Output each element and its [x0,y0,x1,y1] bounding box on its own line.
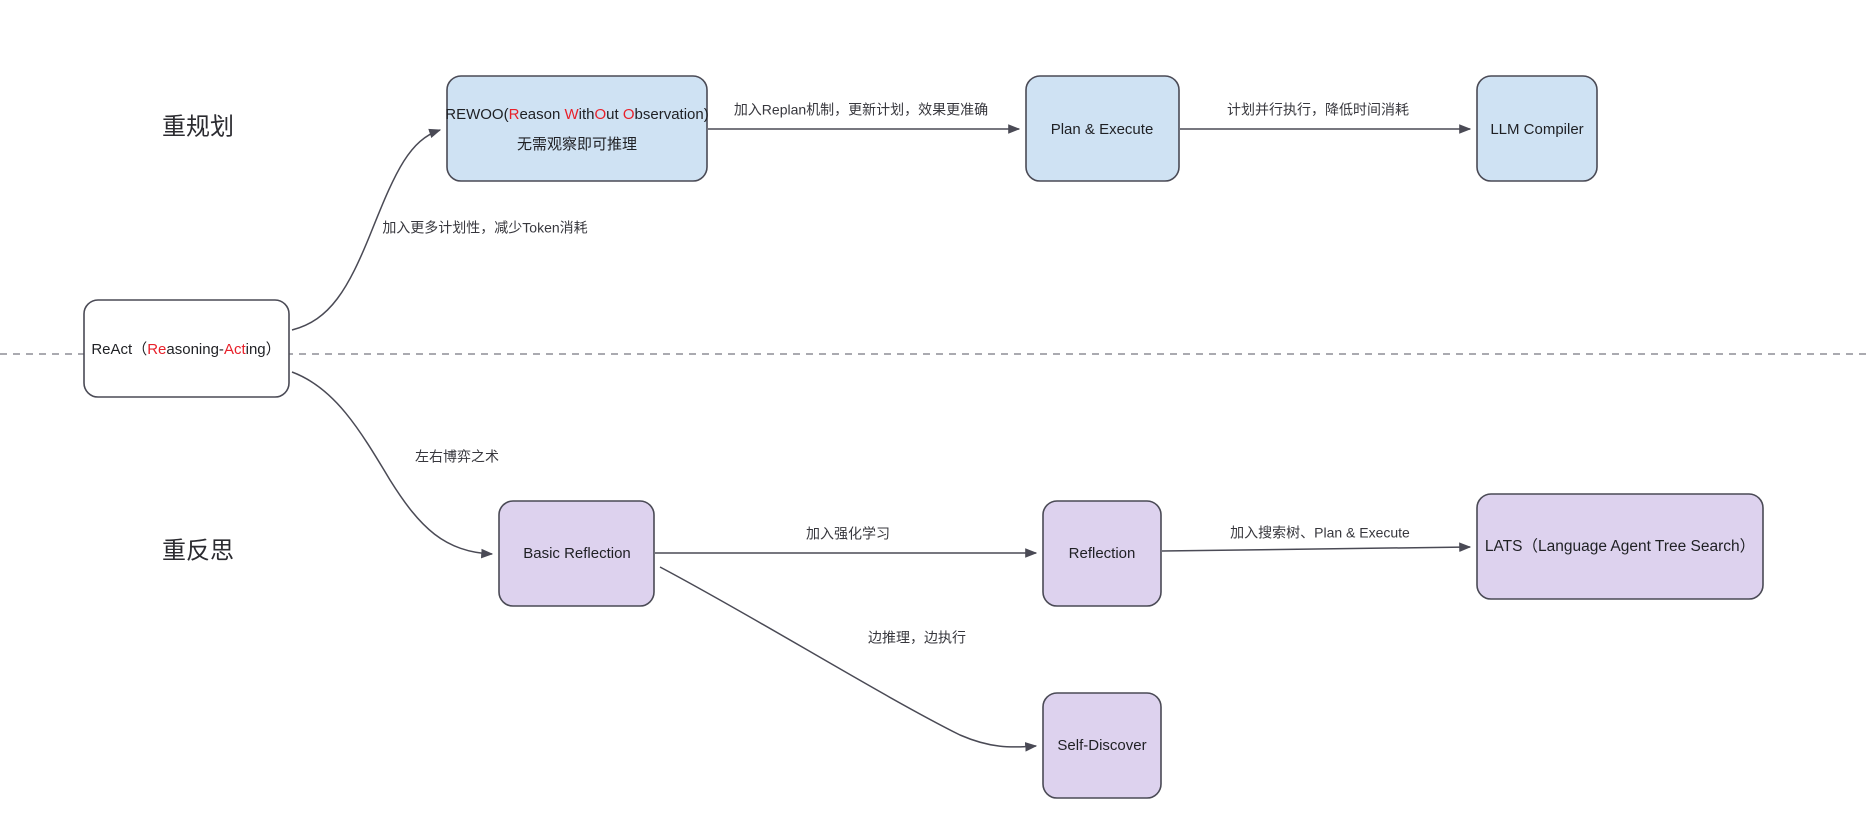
node-reflection-shape[interactable] [1042,500,1162,607]
react-seg-0: ReAct（ [91,341,147,358]
node-plan-execute[interactable]: Plan & Execute [1025,75,1180,182]
edge-react-to-basic-reflection [291,371,494,559]
edge-label-basic-reflection-to-self-discover: 边推理，边执行 [868,630,966,646]
node-self-discover-label: Self-Discover [1057,737,1146,754]
edge-label-reflection-to-lats: 加入搜索树、Plan & Execute [1230,525,1410,541]
rewoo-seg-8: bservation) [635,106,709,123]
edge-label-react-to-rewoo: 加入更多计划性，减少Token消耗 [382,220,587,236]
rewoo-seg-2: eason [519,106,564,123]
group-label-replanning: 重规划 [162,113,234,140]
node-llm-compiler[interactable]: LLM Compiler [1476,75,1598,182]
react-seg-4: ing） [246,341,281,358]
node-react-shape[interactable] [83,299,290,398]
react-seg-1: Re [147,341,166,358]
node-llm-compiler-label: LLM Compiler [1490,121,1583,138]
node-self-discover-shape[interactable] [1042,692,1162,799]
node-basic-reflection[interactable]: Basic Reflection [498,500,655,607]
node-lats[interactable]: LATS（Language Agent Tree Search） [1476,493,1764,600]
edge-basic-reflection-to-self-discover [659,566,1038,752]
edge-label-react-to-basic-reflection: 左右博弈之术 [415,449,499,465]
node-rewoo[interactable]: REWOO(Reason WithOut Observation) 无需观察即可… [445,75,709,182]
node-rewoo-label: REWOO(Reason WithOut Observation) [445,106,708,123]
edge-label-rewoo-to-plan-execute: 加入Replan机制，更新计划，效果更准确 [734,102,988,118]
node-basic-reflection-label: Basic Reflection [523,545,631,562]
node-react[interactable]: ReAct（Reasoning-Acting） [83,299,290,398]
rewoo-seg-0: REWOO( [445,106,508,123]
node-rewoo-shape[interactable] [446,75,708,182]
rewoo-seg-7: O [623,106,635,123]
edge-label-basic-reflection-to-reflection: 加入强化学习 [806,526,890,542]
node-lats-shape[interactable] [1476,493,1764,600]
rewoo-seg-5: O [595,106,607,123]
node-lats-label: LATS（Language Agent Tree Search） [1485,538,1755,555]
node-plan-execute-shape[interactable] [1025,75,1180,182]
node-llm-compiler-shape[interactable] [1476,75,1598,182]
rewoo-seg-3: W [564,106,579,123]
node-reflection-label: Reflection [1069,545,1136,562]
node-self-discover[interactable]: Self-Discover [1042,692,1162,799]
rewoo-seg-4: ith [579,106,595,123]
react-seg-3: Act [224,341,247,358]
rewoo-seg-6: ut [606,106,623,123]
node-react-label: ReAct（Reasoning-Acting） [91,341,280,358]
node-reflection[interactable]: Reflection [1042,500,1162,607]
edge-reflection-to-lats [1161,542,1472,552]
rewoo-seg-1: R [509,106,520,123]
node-rewoo-sublabel: 无需观察即可推理 [517,135,637,153]
edge-react-to-rewoo [291,128,442,331]
edge-label-plan-execute-to-llm-compiler: 计划并行执行，降低时间消耗 [1227,102,1409,118]
node-plan-execute-label: Plan & Execute [1051,121,1154,138]
node-basic-reflection-shape[interactable] [498,500,655,607]
react-seg-2: asoning- [166,341,224,358]
group-label-reflection: 重反思 [162,537,234,564]
